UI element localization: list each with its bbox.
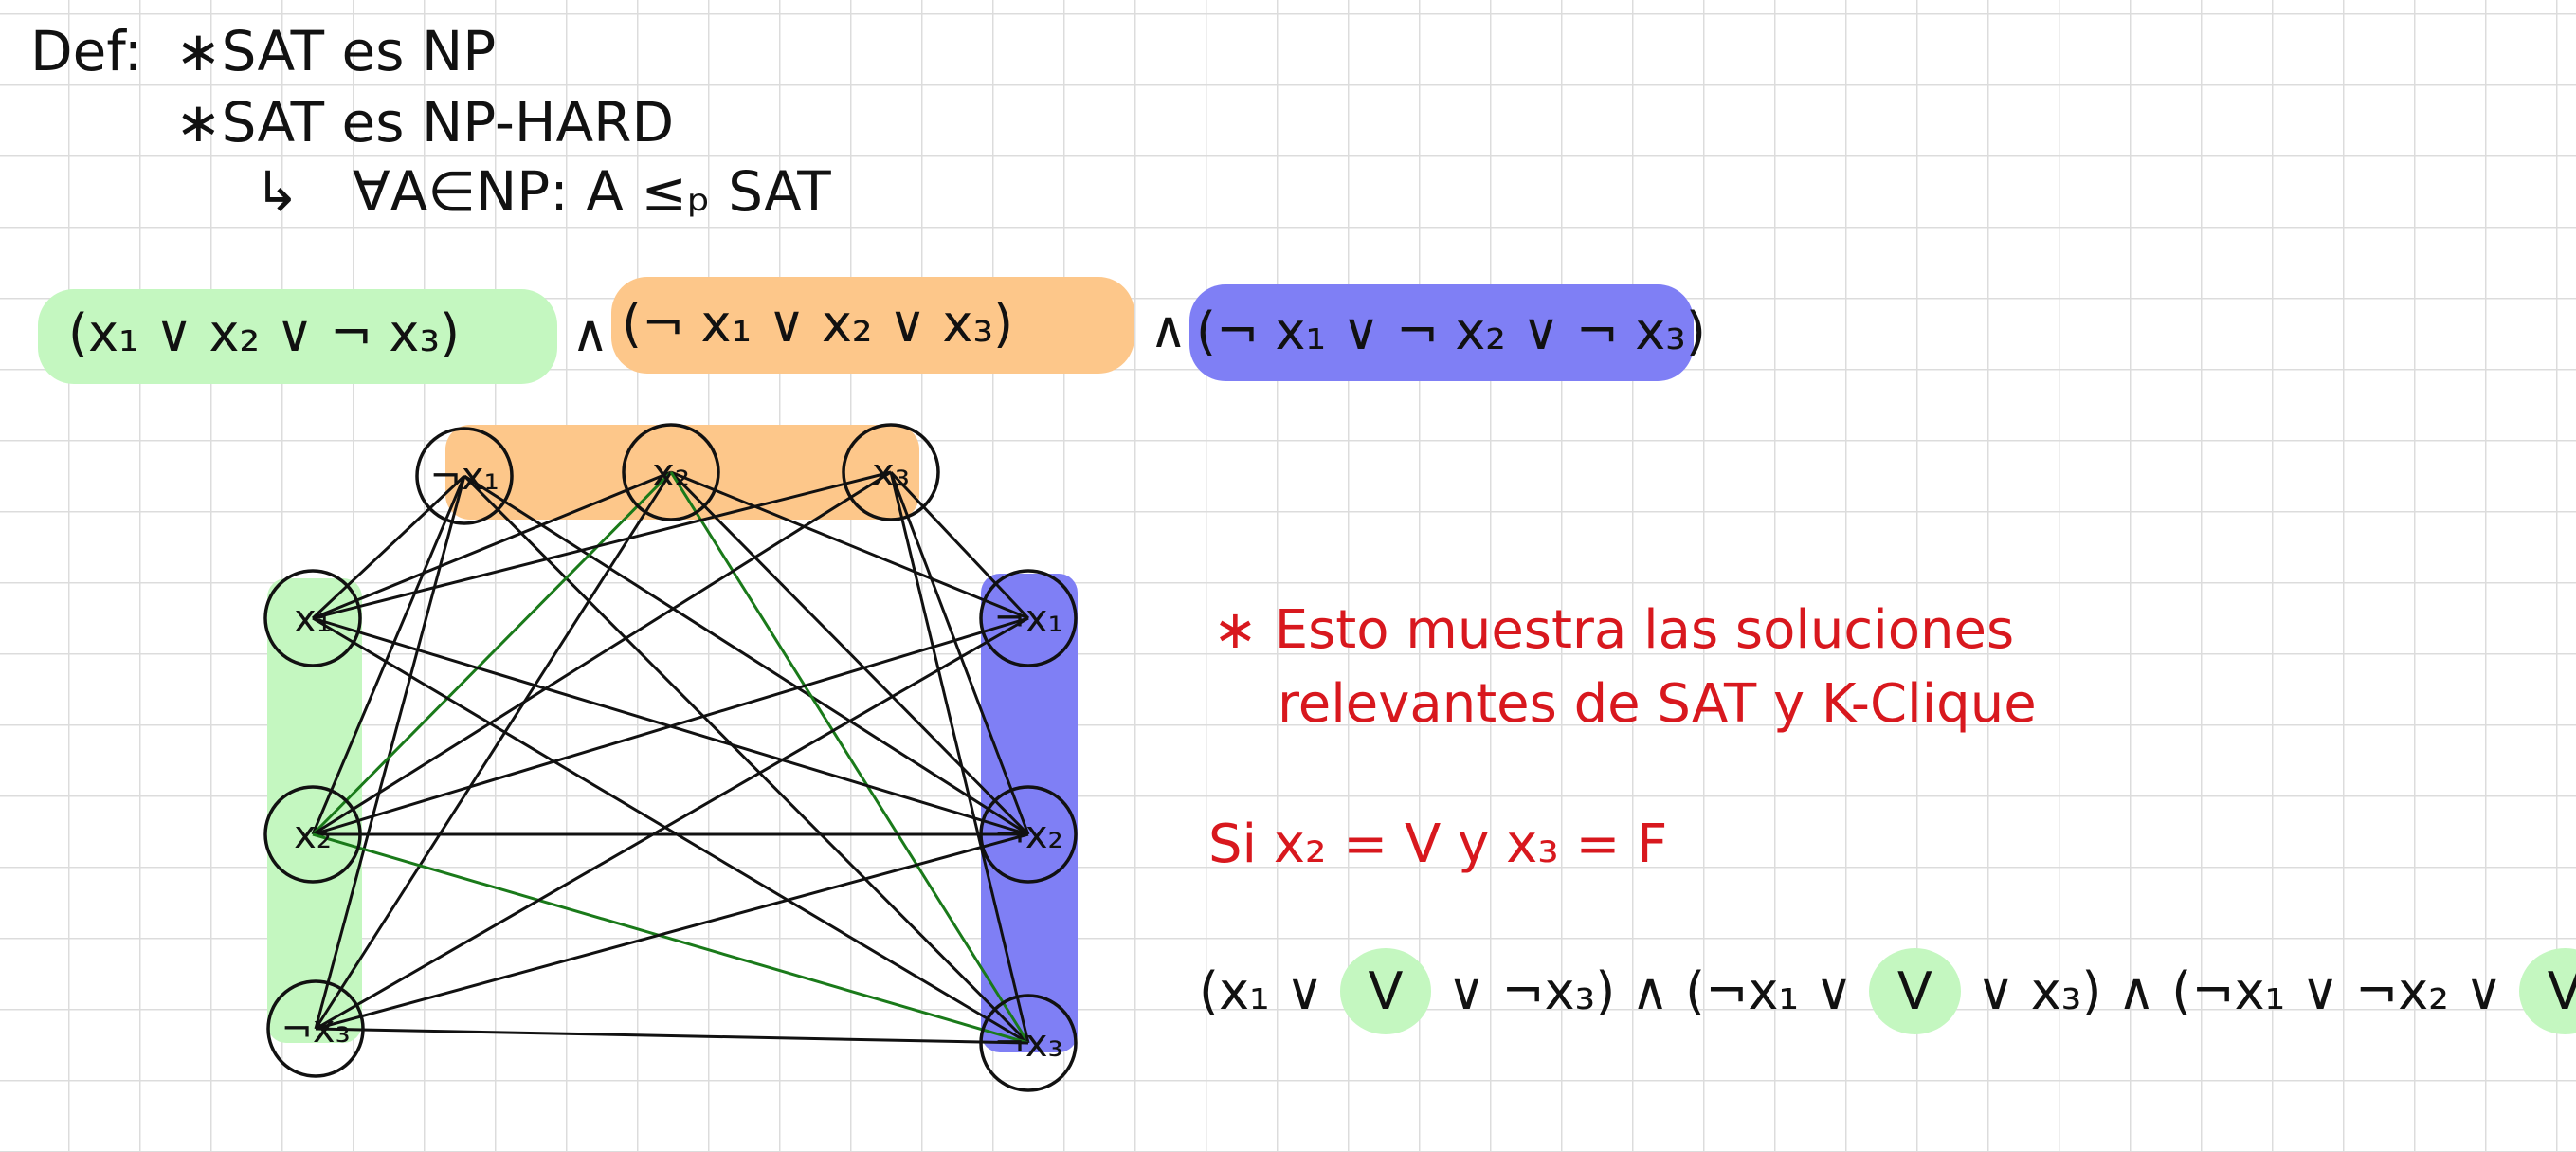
eval-and-2: ∧ (2101, 961, 2172, 1021)
and-operator-1: ∧ (571, 303, 609, 363)
eval-clause1-close: ∨ ¬x₃) (1431, 961, 1616, 1021)
and-operator-2: ∧ (1150, 300, 1188, 359)
node-green-neg-x3: ¬x₃ (266, 979, 365, 1078)
blue-group-highlight (981, 574, 1078, 1052)
node-label-green-x1: x₁ (294, 597, 332, 641)
def-line-reduction: ∀A∈NP: A ≤ₚ SAT (353, 159, 831, 224)
node-circle-green-neg-x3 (266, 979, 365, 1078)
edge-orange-x3-blue-neg-x2 (889, 471, 1030, 835)
node-blue-neg-x3: ¬x₃ (979, 994, 1078, 1092)
edge-orange-neg-x1-green-neg-x3 (314, 475, 466, 1030)
clause1-highlight (38, 289, 557, 384)
node-circle-green-x1 (263, 569, 362, 667)
node-label-orange-x3: x₃ (872, 451, 910, 495)
node-circle-blue-neg-x3 (979, 994, 1078, 1092)
node-label-orange-x2: x₂ (652, 451, 690, 495)
node-circle-orange-x3 (842, 423, 940, 521)
clause3-highlight (1189, 284, 1694, 381)
edge-green-neg-x3-blue-neg-x1 (315, 616, 1029, 1031)
clause2-text: (¬ x₁ ∨ x₂ ∨ x₃) (622, 294, 1014, 354)
eval-clause3-open: (¬x₁ ∨ ¬x₂ ∨ (2171, 961, 2519, 1021)
edge-orange-x2-blue-neg-x1 (670, 470, 1029, 620)
node-circle-blue-neg-x2 (979, 785, 1078, 884)
node-circle-green-x2 (263, 785, 362, 884)
node-blue-neg-x2: ¬x₂ (979, 785, 1078, 884)
eval-clause1-value: V (1339, 948, 1432, 1034)
edge-orange-x2-blue-neg-x3 (669, 471, 1030, 1044)
nodes: ¬x₁ x₂ x₃ x₁ x₂ ¬x₃ ¬x₁ ¬x₂ ¬x₃ (263, 423, 1078, 1092)
edge-orange-x2-blue-neg-x2 (669, 470, 1030, 836)
def-label: Def: (30, 19, 143, 83)
node-circle-orange-x2 (622, 423, 720, 521)
assignment-text: Si x₂ = V y x₃ = F (1208, 814, 1668, 875)
def-line-sat-np-hard: ∗SAT es NP-HARD (175, 90, 675, 155)
node-label-blue-neg-x1: ¬x₁ (993, 597, 1062, 641)
edge-green-x2-blue-neg-x3 (312, 832, 1029, 1045)
node-circle-orange-neg-x1 (415, 427, 514, 525)
edge-orange-neg-x1-blue-neg-x3 (463, 474, 1030, 1045)
edge-green-x1-blue-neg-x3 (312, 616, 1029, 1045)
node-label-green-neg-x3: ¬x₃ (281, 1008, 350, 1051)
eval-clause3-value: V (2518, 948, 2576, 1034)
edge-green-neg-x3-blue-neg-x2 (315, 832, 1029, 1031)
node-orange-x2: x₂ (622, 423, 720, 521)
edge-orange-x3-blue-neg-x3 (889, 471, 1030, 1044)
note-line-1: ∗ Esto muestra las soluciones (1213, 599, 2015, 661)
eval-clause2-open: (¬x₁ ∨ (1685, 961, 1869, 1021)
node-green-x1: x₁ (263, 569, 362, 667)
node-orange-neg-x1: ¬x₁ (415, 427, 514, 525)
arrow-icon: ↳ (254, 159, 300, 224)
node-label-orange-neg-x1: ¬x₁ (429, 455, 499, 499)
edges (311, 470, 1030, 1045)
clause2-highlight (611, 277, 1134, 374)
edge-orange-x3-blue-neg-x1 (889, 470, 1030, 620)
edge-orange-x3-green-x1 (312, 470, 892, 620)
eval-clause1-open: (x₁ ∨ (1199, 961, 1340, 1021)
edge-orange-neg-x1-green-x2 (311, 475, 466, 835)
eval-and-1: ∧ (1615, 961, 1686, 1021)
edge-orange-x3-green-x2 (312, 470, 892, 836)
edge-orange-x2-green-x1 (312, 470, 672, 620)
node-blue-neg-x1: ¬x₁ (979, 569, 1078, 667)
clause1-text: (x₁ ∨ x₂ ∨ ¬ x₃) (68, 303, 461, 363)
def-line-sat-np: ∗SAT es NP (175, 19, 497, 83)
node-label-green-x2: x₂ (294, 814, 332, 857)
edge-green-neg-x3-blue-neg-x3 (315, 1027, 1029, 1045)
node-circle-blue-neg-x1 (979, 569, 1078, 667)
eval-clause2-value: V (1868, 948, 1961, 1034)
edge-orange-neg-x1-green-x1 (311, 474, 466, 620)
edge-orange-neg-x1-blue-neg-x2 (463, 474, 1029, 836)
edge-orange-x2-green-neg-x3 (314, 471, 673, 1030)
node-green-x2: x₂ (263, 785, 362, 884)
eval-clause2-close: ∨ x₃) (1960, 961, 2102, 1021)
green-group-highlight (267, 578, 362, 1043)
edge-green-x2-blue-neg-x1 (312, 616, 1029, 836)
note-line-2: relevantes de SAT y K-Clique (1278, 673, 2037, 735)
node-label-blue-neg-x2: ¬x₂ (993, 814, 1062, 857)
edge-orange-x2-green-x2 (311, 470, 673, 836)
node-orange-x3: x₃ (842, 423, 940, 521)
node-label-blue-neg-x3: ¬x₃ (993, 1022, 1062, 1066)
evaluated-formula: (x₁ ∨ V ∨ ¬x₃) ∧ (¬x₁ ∨ V ∨ x₃) ∧ (¬x₁ ∨… (1199, 948, 2576, 1034)
clause3-text: (¬ x₁ ∨ ¬ x₂ ∨ ¬ x₃) (1196, 302, 1706, 361)
